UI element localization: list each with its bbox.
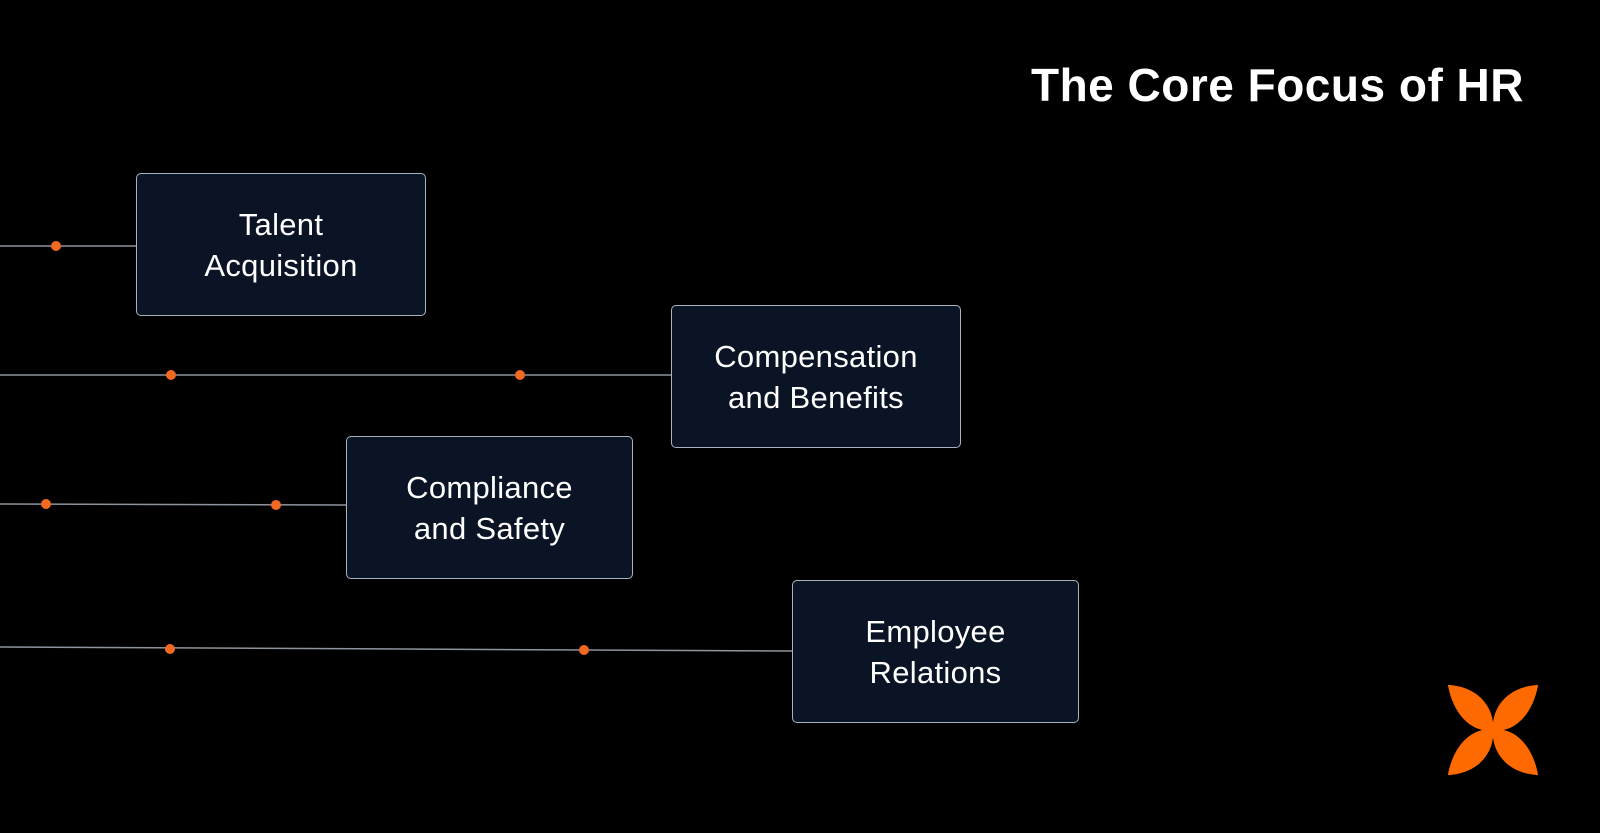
node-label: Talent Acquisition (204, 204, 357, 286)
node-label: Compensation and Benefits (714, 336, 918, 418)
slide-title: The Core Focus of HR (1030, 59, 1524, 111)
node-label-line: Compensation (714, 338, 918, 374)
node-label-line: Employee (865, 613, 1006, 649)
node-compliance-safety: Compliance and Safety (346, 436, 633, 579)
connector-dot (51, 241, 61, 251)
connector-dot (41, 499, 51, 509)
connector-dot (579, 645, 589, 655)
node-label: Employee Relations (865, 611, 1005, 693)
node-talent-acquisition: Talent Acquisition (136, 173, 426, 316)
node-label-line: Talent (238, 206, 324, 242)
butterfly-logo-icon (1447, 684, 1539, 776)
connector-line-employee-relations (0, 646, 793, 652)
connector-dot (271, 500, 281, 510)
node-compensation-benefits: Compensation and Benefits (671, 305, 961, 448)
node-label-line: Acquisition (204, 247, 358, 283)
node-label-line: and Safety (413, 510, 566, 546)
node-label: Compliance and Safety (406, 467, 573, 549)
connector-line-compliance-safety (0, 503, 347, 506)
connector-dot (166, 370, 176, 380)
node-label-line: Compliance (406, 469, 573, 505)
connector-dot (515, 370, 525, 380)
node-employee-relations: Employee Relations (792, 580, 1079, 723)
node-label-line: and Benefits (728, 379, 904, 415)
node-label-line: Relations (869, 654, 1002, 690)
connector-dot (165, 644, 175, 654)
